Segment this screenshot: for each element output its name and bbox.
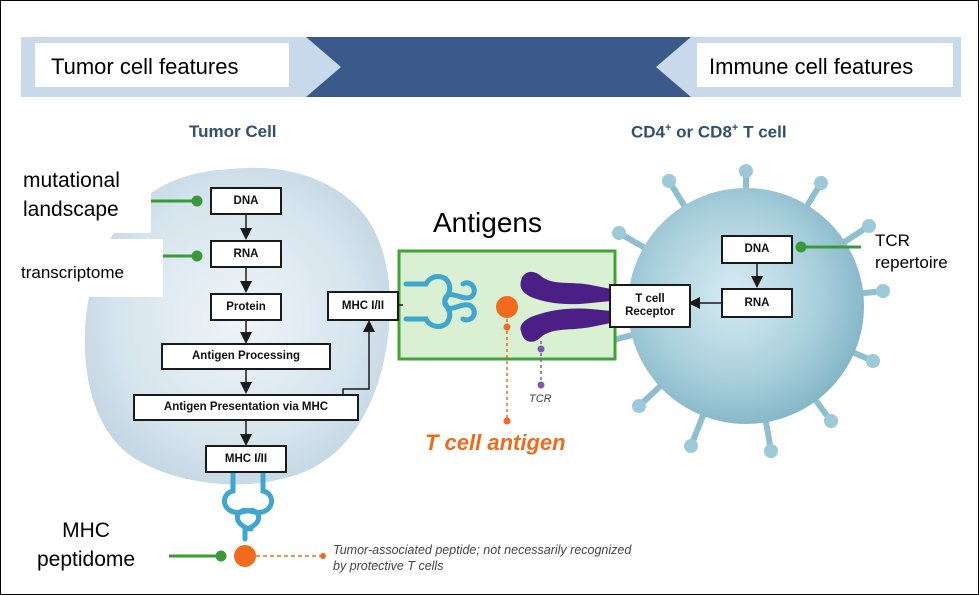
tumor-rna-box: RNA: [210, 240, 282, 268]
banner-left-label-box: [35, 43, 289, 87]
tumor-dna-box: DNA: [210, 187, 282, 215]
tcell-dna-box: DNA: [721, 235, 793, 264]
t-cell-antigen-label: T cell antigen: [425, 430, 566, 455]
t-cell-receptor-box: T cell Receptor: [609, 284, 691, 328]
banner-right-label: Immune cell features: [709, 54, 914, 79]
tcr-repertoire-label: TCR repertoire: [875, 231, 948, 272]
tcr-shape-bottom: [520, 308, 611, 342]
mhc-molecule-bottom: [222, 470, 274, 542]
peptide-dot-center: [496, 296, 518, 318]
antigen-box: [397, 249, 617, 361]
mhc-molecule-center: [403, 274, 477, 329]
mutational-label-bg: [15, 163, 151, 233]
tumor-mhc-box: MHC I/II: [205, 445, 287, 473]
tumor-cell-title: Tumor Cell: [189, 122, 277, 141]
tumor-protein-box: Protein: [210, 293, 282, 321]
banner-left-label: Tumor cell features: [51, 54, 239, 79]
transcriptome-label: transcriptome: [21, 263, 124, 282]
antigen-processing-box: Antigen Processing: [161, 343, 331, 370]
antigen-presentation-box: Antigen Presentation via MHC: [133, 394, 359, 421]
mhc-side-box: MHC I/II: [327, 291, 399, 321]
connector-lines: [256, 319, 545, 559]
antigens-label: Antigens: [433, 207, 542, 238]
header-banner: [21, 37, 961, 97]
tcr-label: TCR: [529, 393, 552, 405]
transcriptome-label-bg: [15, 239, 163, 297]
peptide-dot-bottom: [234, 545, 256, 567]
t-cell-spike-tips: [602, 164, 890, 458]
tcr-shape-top: [520, 271, 611, 305]
banner-right-label-box: [697, 43, 953, 87]
peptide-note: Tumor-associated peptide; not necessaril…: [333, 543, 632, 573]
mhc-peptidome-label: MHC peptidome: [37, 519, 136, 571]
annotation-lines: [151, 195, 861, 562]
mutational-landscape-label: mutational landscape: [23, 169, 120, 221]
tcell-rna-box: RNA: [721, 288, 793, 318]
t-cell-title: CD4+ or CD8+ T cell: [631, 122, 787, 142]
